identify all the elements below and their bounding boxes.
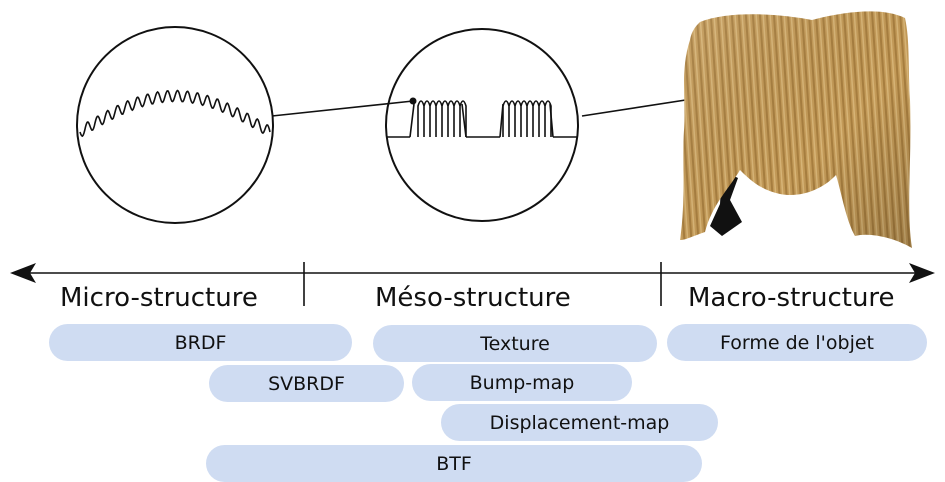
micro-structure-label: Micro-structure [60,283,258,313]
arrow-right-icon [909,263,935,283]
meso-baseline [387,103,577,138]
meso-ribs-path [417,100,552,137]
scale-axis [10,262,935,306]
corduroy-profile [387,100,577,138]
arrow-left-icon [10,263,36,283]
micro-circle [76,26,274,224]
texture-pill: Texture [373,325,657,362]
bump-map-pill: Bump-map [412,364,632,401]
microfacet-curve [79,89,271,138]
connector-micro-meso [271,100,414,117]
object-shape-pill: Forme de l'objet [667,324,927,361]
fabric-photo-icon [680,11,912,249]
fabric-shadow [710,170,742,236]
fabric-shading [680,11,912,249]
svbrdf-pill: SVBRDF [209,365,404,402]
micro-magnifier-icon [76,26,274,224]
brdf-pill: BRDF [49,324,352,361]
btf-pill: BTF [206,445,702,482]
connector-dot-meso [409,97,417,105]
displacement-map-pill: Displacement-map [441,404,718,441]
meso-magnifier-icon [385,28,579,222]
macro-structure-label: Macro-structure [688,283,895,313]
meso-structure-label: Méso-structure [375,283,571,313]
meso-circle [385,28,579,222]
